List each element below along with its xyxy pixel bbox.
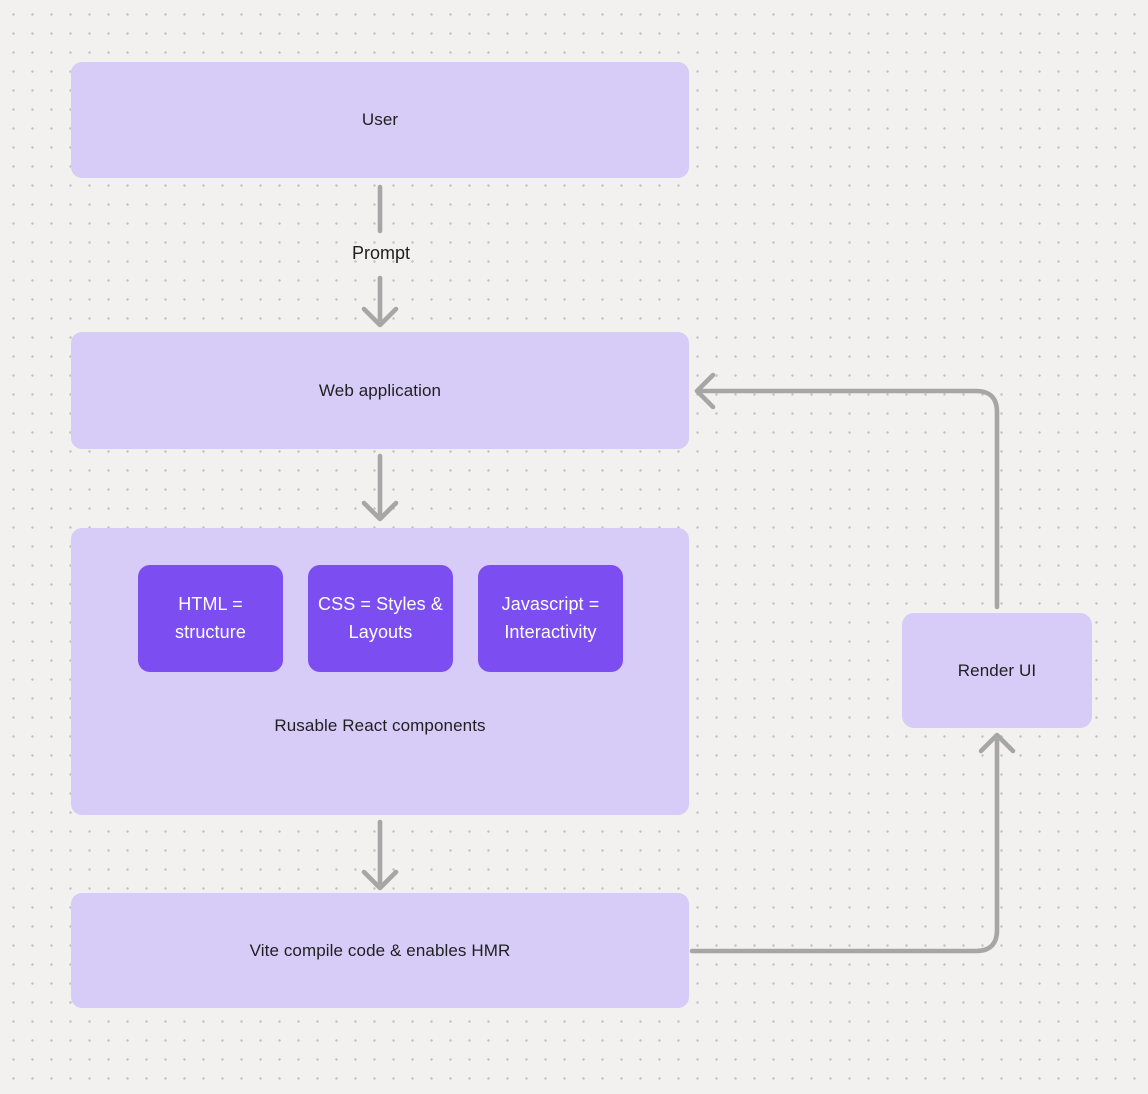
components-group-caption: Rusable React components xyxy=(274,716,486,735)
node-web-application-label: Web application xyxy=(318,380,442,400)
arrowhead-up-icon xyxy=(978,732,1016,754)
arrowhead-down-icon xyxy=(361,869,399,891)
node-user-label: User xyxy=(361,110,399,129)
arrowhead-left-icon xyxy=(694,372,716,410)
arrow-components-to-vite xyxy=(361,819,399,891)
node-css-styles[interactable]: CSS = Styles & Layouts xyxy=(308,565,453,672)
node-javascript-interactivity[interactable]: Javascript = Interactivity xyxy=(478,565,623,672)
node-css-styles-label: CSS = Styles & Layouts xyxy=(318,593,443,642)
node-web-application[interactable]: Web application xyxy=(71,332,689,449)
arrow-webapp-to-components xyxy=(361,453,399,522)
node-vite-compile-label: Vite compile code & enables HMR xyxy=(249,940,511,960)
node-html-structure[interactable]: HTML = structure xyxy=(138,565,283,672)
arrowhead-down-icon xyxy=(361,306,399,328)
node-components-group[interactable]: HTML = structure CSS = Styles & Layouts … xyxy=(71,528,689,815)
arrowhead-down-icon xyxy=(361,500,399,522)
node-user[interactable]: User xyxy=(71,62,689,178)
connector-line xyxy=(689,738,1000,954)
node-html-structure-label: HTML = structure xyxy=(175,593,246,642)
node-render-ui[interactable]: Render UI xyxy=(902,613,1092,728)
connector-vite-to-renderui xyxy=(689,732,1016,954)
node-render-ui-label: Render UI xyxy=(957,660,1037,680)
node-vite-compile[interactable]: Vite compile code & enables HMR xyxy=(71,893,689,1008)
edge-label-prompt: Prompt xyxy=(351,243,411,263)
node-javascript-interactivity-label: Javascript = Interactivity xyxy=(501,593,600,642)
connector-line xyxy=(697,388,1000,610)
connector-renderui-to-webapp xyxy=(694,372,1000,610)
